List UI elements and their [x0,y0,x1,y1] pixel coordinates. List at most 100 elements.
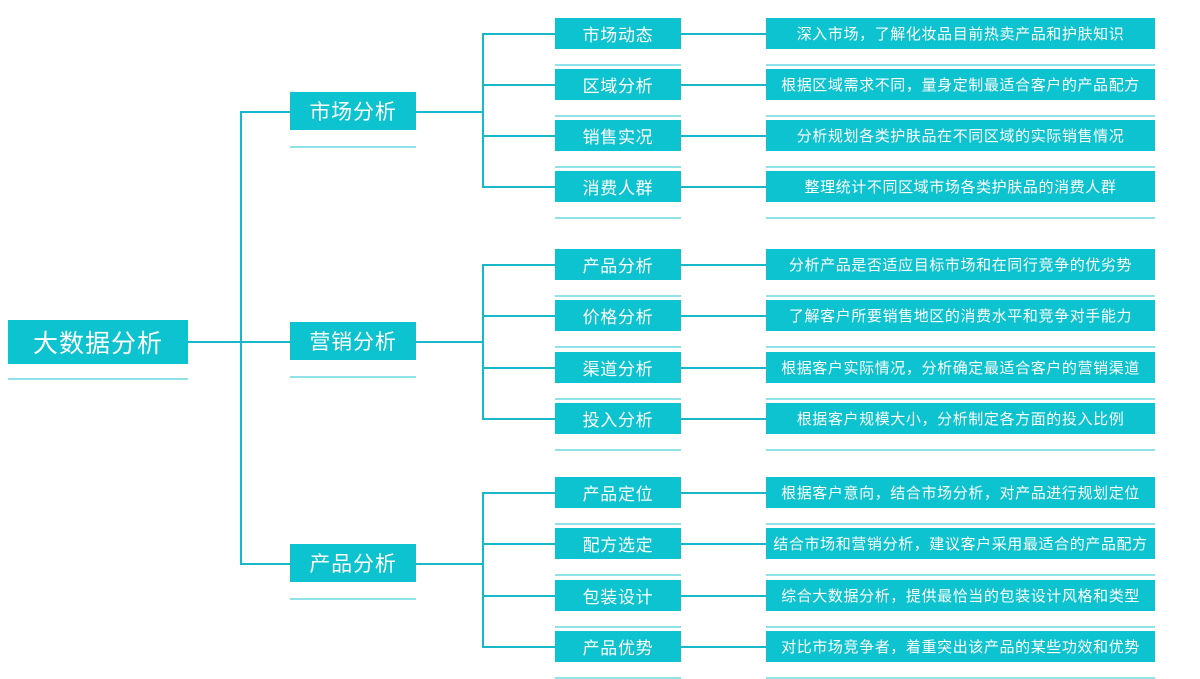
desc-node-3-3[interactable]: 综合大数据分析，提供最恰当的包装设计风格和类型 [766,580,1155,611]
underline-root [8,378,188,380]
desc-node-3-3-label: 综合大数据分析，提供最恰当的包装设计风格和类型 [781,588,1140,605]
connector-branch-1-topic-4 [482,186,555,188]
desc-node-2-2-label: 了解客户所要销售地区的消费水平和竞争对手能力 [788,308,1133,325]
desc-node-1-2-label: 根据区域需求不同，量身定制最适合客户的产品配方 [781,77,1140,94]
desc-node-1-3[interactable]: 分析规划各类护肤品在不同区域的实际销售情况 [766,120,1155,151]
underline-topic-3-1 [555,523,681,525]
topic-node-3-3-label: 包装设计 [582,588,654,607]
underline-branch-3 [290,598,416,600]
underline-topic-2-1 [555,295,681,297]
desc-node-2-2[interactable]: 了解客户所要销售地区的消费水平和竞争对手能力 [766,300,1155,331]
connector-branch-2-topic-3 [482,367,555,369]
topic-node-2-2-label: 价格分析 [582,308,654,327]
topic-node-1-2[interactable]: 区域分析 [555,69,681,100]
desc-node-1-1-label: 深入市场，了解化妆品目前热卖产品和护肤知识 [796,26,1125,43]
desc-node-1-3-label: 分析规划各类护肤品在不同区域的实际销售情况 [796,128,1125,145]
connector-branch-3-topic-1 [482,492,555,494]
connector-branch-2-desc-1 [681,264,766,266]
connector-branch-2-trunk [482,264,484,418]
branch-node-1-label: 市场分析 [309,101,397,124]
topic-node-3-4-label: 产品优势 [582,639,654,658]
connector-branch-1-trunk [482,33,484,187]
underline-desc-2-2 [766,346,1155,348]
desc-node-2-3[interactable]: 根据客户实际情况，分析确定最适合客户的营销渠道 [766,352,1155,383]
root-node[interactable]: 大数据分析 [8,320,188,364]
branch-node-1[interactable]: 市场分析 [290,92,416,130]
topic-node-1-4[interactable]: 消费人群 [555,171,681,202]
desc-node-3-4-label: 对比市场竞争者，着重突出该产品的某些功效和优势 [781,639,1140,656]
topic-node-1-2-label: 区域分析 [582,77,654,96]
topic-node-1-4-label: 消费人群 [582,179,654,198]
underline-desc-3-1 [766,523,1155,525]
topic-node-2-3[interactable]: 渠道分析 [555,352,681,383]
desc-node-1-2[interactable]: 根据区域需求不同，量身定制最适合客户的产品配方 [766,69,1155,100]
branch-node-2-label: 营销分析 [309,331,397,354]
connector-branch-3-desc-1 [681,492,766,494]
connector-branch-2 [240,341,290,343]
underline-topic-1-2 [555,115,681,117]
desc-node-2-1-label: 分析产品是否适应目标市场和在同行竞争的优劣势 [788,257,1133,274]
connector-branch-3-topic-2 [482,543,555,545]
desc-node-3-2-label: 结合市场和营销分析，建议客户采用最适合的产品配方 [773,536,1148,553]
topic-node-3-2[interactable]: 配方选定 [555,528,681,559]
underline-desc-3-3 [766,626,1155,628]
underline-topic-2-4 [555,449,681,451]
topic-node-3-3[interactable]: 包装设计 [555,580,681,611]
connector-branch-1-desc-3 [681,135,766,137]
underline-desc-1-2 [766,115,1155,117]
desc-node-1-1[interactable]: 深入市场，了解化妆品目前热卖产品和护肤知识 [766,18,1155,49]
underline-desc-1-1 [766,64,1155,66]
connector-branch-3-stub [416,563,482,565]
topic-node-2-2[interactable]: 价格分析 [555,300,681,331]
desc-node-3-1-label: 根据客户意向，结合市场分析，对产品进行规划定位 [781,485,1140,502]
connector-branch-2-desc-2 [681,315,766,317]
topic-node-2-3-label: 渠道分析 [582,360,654,379]
desc-node-3-2[interactable]: 结合市场和营销分析，建议客户采用最适合的产品配方 [766,528,1155,559]
branch-node-2[interactable]: 营销分析 [290,322,416,360]
desc-node-2-1[interactable]: 分析产品是否适应目标市场和在同行竞争的优劣势 [766,249,1155,280]
desc-node-2-4[interactable]: 根据客户规模大小，分析制定各方面的投入比例 [766,403,1155,434]
topic-node-1-1[interactable]: 市场动态 [555,18,681,49]
connector-branch-3-topic-4 [482,646,555,648]
connector-root-stub [188,341,242,343]
topic-node-2-4-label: 投入分析 [582,411,654,430]
underline-topic-3-2 [555,574,681,576]
underline-branch-2 [290,376,416,378]
underline-desc-2-3 [766,398,1155,400]
branch-node-3[interactable]: 产品分析 [290,544,416,582]
topic-node-3-4[interactable]: 产品优势 [555,631,681,662]
connector-branch-1-desc-2 [681,84,766,86]
desc-node-2-4-label: 根据客户规模大小，分析制定各方面的投入比例 [796,411,1125,428]
underline-desc-1-3 [766,166,1155,168]
underline-desc-1-4 [766,217,1155,219]
connector-branch-2-topic-2 [482,315,555,317]
underline-desc-2-1 [766,295,1155,297]
connector-branch-2-topic-4 [482,418,555,420]
underline-topic-2-3 [555,398,681,400]
connector-branch-3-desc-2 [681,543,766,545]
topic-node-2-4[interactable]: 投入分析 [555,403,681,434]
topic-node-2-1[interactable]: 产品分析 [555,249,681,280]
topic-node-3-1[interactable]: 产品定位 [555,477,681,508]
desc-node-1-4[interactable]: 整理统计不同区域市场各类护肤品的消费人群 [766,171,1155,202]
connector-branch-1-topic-2 [482,84,555,86]
connector-branch-1-stub [416,111,482,113]
topic-node-1-3[interactable]: 销售实况 [555,120,681,151]
topic-node-3-2-label: 配方选定 [582,536,654,555]
connector-root-trunk [240,111,242,564]
underline-desc-3-2 [766,574,1155,576]
connector-branch-2-stub [416,341,482,343]
connector-branch-3-desc-3 [681,595,766,597]
branch-node-3-label: 产品分析 [309,553,397,576]
topic-node-2-1-label: 产品分析 [582,257,654,276]
connector-branch-1-desc-4 [681,186,766,188]
connector-branch-1-topic-3 [482,135,555,137]
desc-node-1-4-label: 整理统计不同区域市场各类护肤品的消费人群 [804,179,1117,196]
topic-node-1-1-label: 市场动态 [582,26,654,45]
topic-node-1-3-label: 销售实况 [582,128,654,147]
connector-branch-1-desc-1 [681,33,766,35]
desc-node-3-1[interactable]: 根据客户意向，结合市场分析，对产品进行规划定位 [766,477,1155,508]
topic-node-3-1-label: 产品定位 [582,485,654,504]
desc-node-3-4[interactable]: 对比市场竞争者，着重突出该产品的某些功效和优势 [766,631,1155,662]
